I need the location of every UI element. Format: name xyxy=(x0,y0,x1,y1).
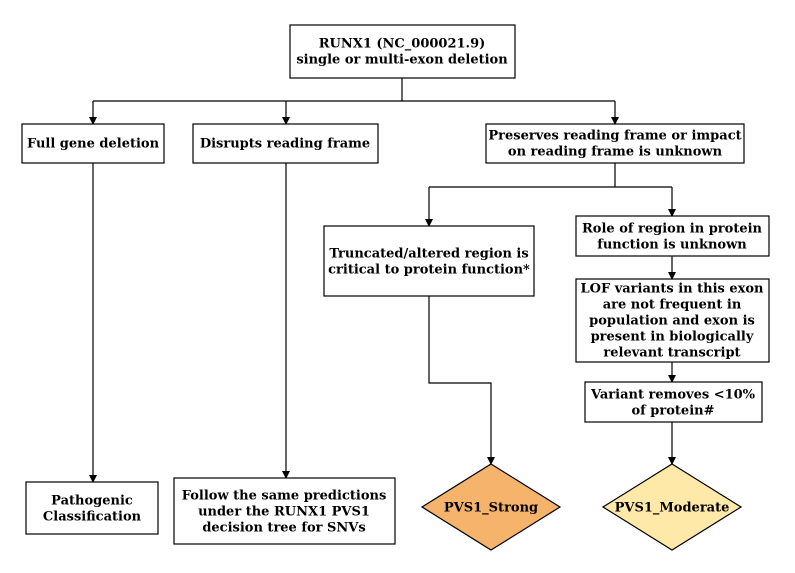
node-strong: PVS1_Strong xyxy=(444,501,538,516)
moderate-line: PVS1_Moderate xyxy=(615,501,730,516)
node-follow-box xyxy=(173,477,396,545)
node-full-gene-box xyxy=(21,123,165,164)
pathogenic-line: Classification xyxy=(43,510,142,525)
node-removes: Variant removes <10%of protein# xyxy=(590,388,756,419)
root-line: single or multi-exon deletion xyxy=(296,53,508,68)
full-gene-line: Full gene deletion xyxy=(27,137,160,152)
nodes: RUNX1 (NC_000021.9)single or multi-exon … xyxy=(21,24,770,551)
pathogenic-line: Pathogenic xyxy=(51,494,133,509)
lof-line: population and exon is xyxy=(589,314,755,329)
node-removes-box xyxy=(584,381,763,423)
role-unknown-line: function is unknown xyxy=(597,238,747,253)
node-truncated-box xyxy=(323,225,535,297)
removes-line: of protein# xyxy=(632,404,715,419)
node-strong-diamond xyxy=(420,463,562,551)
node-moderate: PVS1_Moderate xyxy=(615,501,730,516)
node-lof-box xyxy=(575,278,770,363)
follow-line: under the RUNX1 PVS1 xyxy=(198,505,370,520)
lof-line: relevant transcript xyxy=(603,346,740,361)
node-disrupts: Disrupts reading frame xyxy=(200,137,370,152)
node-root-box xyxy=(289,24,516,79)
strong-line: PVS1_Strong xyxy=(444,501,538,516)
edges xyxy=(89,78,676,483)
node-pathogenic-box xyxy=(25,481,159,535)
lof-line: are not frequent in xyxy=(603,298,742,313)
node-disrupts-box xyxy=(192,123,379,164)
edge-root-bus xyxy=(401,78,615,102)
root-line: RUNX1 (NC_000021.9) xyxy=(319,37,486,52)
follow-line: decision tree for SNVs xyxy=(202,521,365,536)
node-moderate-diamond xyxy=(601,463,743,551)
follow-line: Follow the same predictions xyxy=(182,489,387,504)
lof-line: present in biologically xyxy=(591,330,754,345)
preserves-line: on reading frame is unknown xyxy=(508,145,723,160)
truncated-line: Truncated/altered region is xyxy=(329,247,528,262)
edge-truncated-to-strong xyxy=(428,296,495,465)
lof-line: LOF variants in this exon xyxy=(580,282,764,297)
role-unknown-line: Role of region in protein xyxy=(582,222,763,237)
node-role-unknown-box xyxy=(575,215,770,257)
node-preserves-box xyxy=(485,123,745,164)
preserves-line: Preserves reading frame or impact xyxy=(488,129,741,144)
disrupts-line: Disrupts reading frame xyxy=(200,137,370,152)
truncated-line: critical to protein function* xyxy=(328,263,530,278)
node-full-gene: Full gene deletion xyxy=(27,137,160,152)
removes-line: Variant removes <10% xyxy=(590,388,756,403)
node-root: RUNX1 (NC_000021.9)single or multi-exon … xyxy=(296,37,508,68)
